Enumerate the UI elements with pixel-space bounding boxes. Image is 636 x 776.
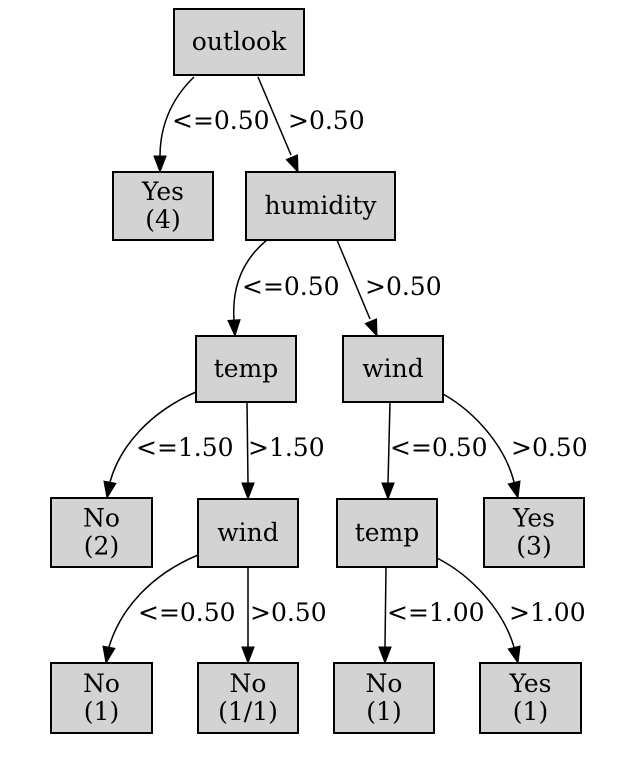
tree-node-wind2: wind (197, 498, 299, 568)
edge-label: <=0.50 (390, 433, 488, 462)
edge-temp2-to-yes1: >1.00 (436, 557, 586, 665)
edge-label: <=0.50 (138, 598, 236, 627)
edge-line (108, 554, 199, 648)
arrowhead-icon (241, 646, 255, 665)
arrowhead-icon (507, 645, 521, 665)
arrowhead-icon (241, 482, 255, 501)
node-label: temp (355, 518, 420, 547)
node-count: (1) (513, 697, 548, 726)
edge-humidity-to-wind1: >0.50 (336, 239, 442, 338)
node-label: No (83, 669, 120, 698)
edge-line (232, 239, 268, 321)
arrowhead-icon (364, 318, 378, 338)
edge-label: >1.00 (509, 598, 586, 627)
edge-outlook-to-yes4: <=0.50 (153, 76, 270, 174)
tree-edges: <=0.50 >0.50 <=0.50 >0.50 <=1.50 >1.50 <=0.50 >… (102, 76, 588, 665)
node-count: (4) (145, 205, 180, 234)
arrowhead-icon (381, 482, 395, 501)
edge-temp1-to-no2: <=1.50 (103, 391, 234, 500)
node-label: No (83, 504, 120, 533)
edge-wind2-to-no1a: <=0.50 (102, 554, 236, 665)
arrowhead-icon (378, 646, 392, 665)
node-box (479, 662, 582, 734)
node-label: No (230, 669, 267, 698)
tree-node-outlook: outlook (173, 8, 305, 76)
node-label: Yes (141, 177, 184, 206)
arrowhead-icon (285, 154, 299, 174)
edge-wind2-to-no11: >0.50 (241, 567, 327, 665)
node-box (50, 662, 153, 734)
edge-line (387, 401, 391, 484)
node-box (112, 171, 214, 241)
node-box (50, 497, 153, 568)
edge-label: <=0.50 (242, 272, 340, 301)
edge-label: >0.50 (365, 272, 442, 301)
node-box (342, 335, 444, 403)
arrowhead-icon (102, 645, 116, 665)
edge-label: >0.50 (250, 598, 327, 627)
edge-label: <=0.50 (172, 106, 270, 135)
edge-line (436, 557, 515, 648)
edge-line (336, 239, 371, 320)
edge-label: >1.50 (248, 433, 325, 462)
node-label: wind (362, 354, 424, 383)
node-label: temp (214, 354, 279, 383)
node-box (336, 498, 438, 568)
edge-humidity-to-temp1: <=0.50 (227, 239, 340, 338)
tree-node-no1b: No(1) (333, 662, 435, 734)
tree-node-no11: No(1/1) (197, 662, 299, 734)
node-box (197, 662, 299, 734)
edge-label: >0.50 (288, 106, 365, 135)
edge-outlook-to-humidity: >0.50 (257, 76, 365, 174)
edge-temp2-to-no1b: <=1.00 (378, 566, 485, 665)
edge-line (246, 401, 249, 484)
node-count: (1) (84, 697, 119, 726)
node-label: wind (217, 518, 279, 547)
edge-line (384, 566, 387, 648)
tree-node-wind1: wind (342, 335, 444, 403)
tree-node-yes3: Yes(3) (483, 497, 585, 568)
node-box (173, 8, 305, 76)
node-count: (3) (516, 532, 551, 561)
node-box (245, 171, 396, 241)
node-box (483, 497, 585, 568)
tree-node-temp2: temp (336, 498, 438, 568)
node-label: No (366, 669, 403, 698)
node-label: Yes (509, 669, 552, 698)
tree-node-no2: No(2) (50, 497, 153, 568)
node-box (333, 662, 435, 734)
edge-label: <=1.50 (136, 433, 234, 462)
node-label: humidity (264, 191, 377, 220)
node-count: (1/1) (218, 697, 278, 726)
node-count: (1) (366, 697, 401, 726)
tree-node-yes4: Yes(4) (112, 171, 214, 241)
arrowhead-icon (227, 319, 241, 338)
node-box (195, 335, 297, 403)
arrowhead-icon (153, 155, 167, 174)
edge-line (159, 76, 195, 157)
arrowhead-icon (103, 480, 117, 500)
edge-temp1-to-wind2: >1.50 (241, 401, 325, 501)
edge-label: >0.50 (511, 433, 588, 462)
tree-node-no1a: No(1) (50, 662, 153, 734)
node-label: outlook (192, 27, 287, 56)
tree-node-yes1: Yes(1) (479, 662, 582, 734)
node-box (197, 498, 299, 568)
edge-wind1-to-temp2: <=0.50 (381, 401, 488, 501)
edge-line (109, 391, 197, 483)
node-count: (2) (84, 532, 119, 561)
tree-node-temp1: temp (195, 335, 297, 403)
arrowhead-icon (507, 480, 521, 500)
tree-node-humidity: humidity (245, 171, 396, 241)
edge-label: <=1.00 (387, 598, 485, 627)
edge-line (442, 393, 515, 483)
edge-wind1-to-yes3: >0.50 (442, 393, 588, 500)
edge-line (257, 76, 292, 156)
node-label: Yes (512, 504, 555, 533)
